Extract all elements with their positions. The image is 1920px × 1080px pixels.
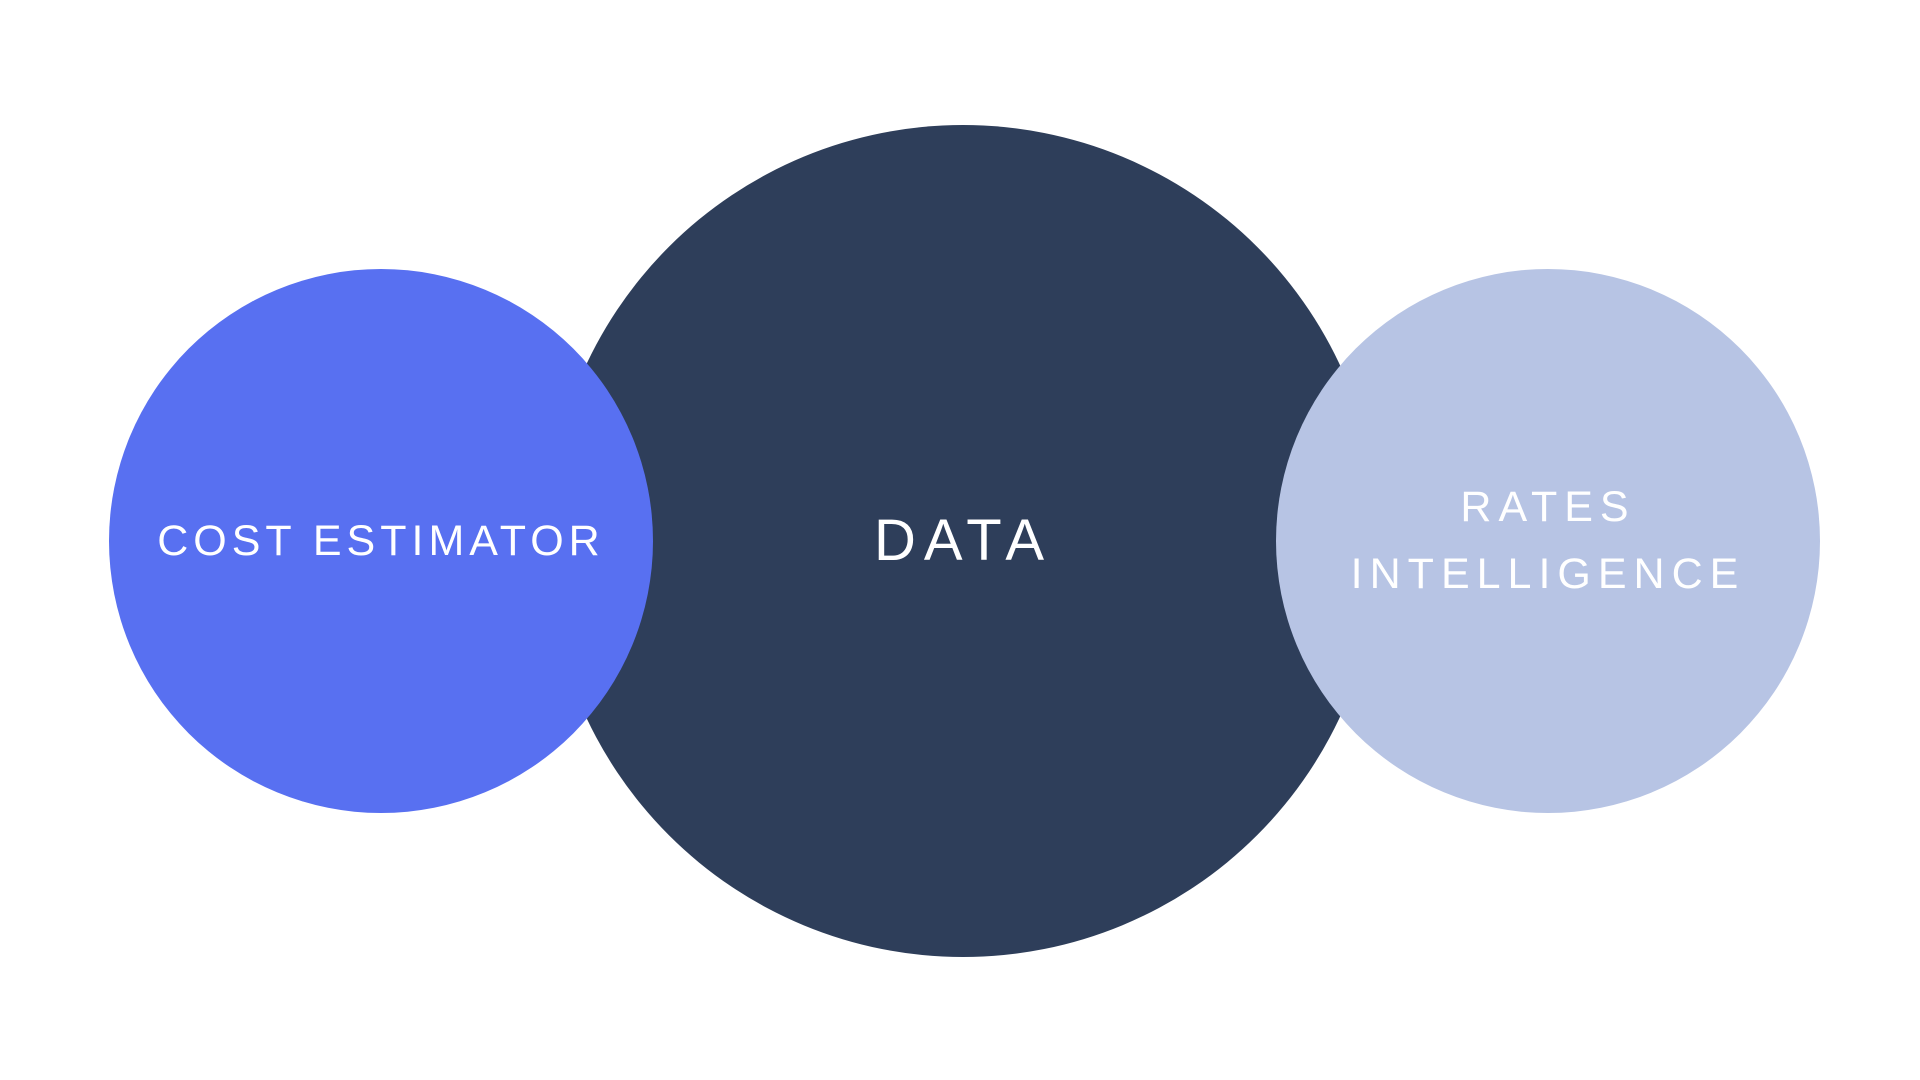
data-label: DATA [873, 508, 1053, 574]
rates-intelligence-label: RATES INTELLIGENCE [1350, 483, 1746, 598]
cost-estimator-label: COST ESTIMATOR [157, 516, 605, 565]
cost-estimator-circle: COST ESTIMATOR [109, 269, 653, 813]
rates-intelligence-circle: RATES INTELLIGENCE [1276, 269, 1820, 813]
data-circle: DATA [547, 125, 1379, 957]
